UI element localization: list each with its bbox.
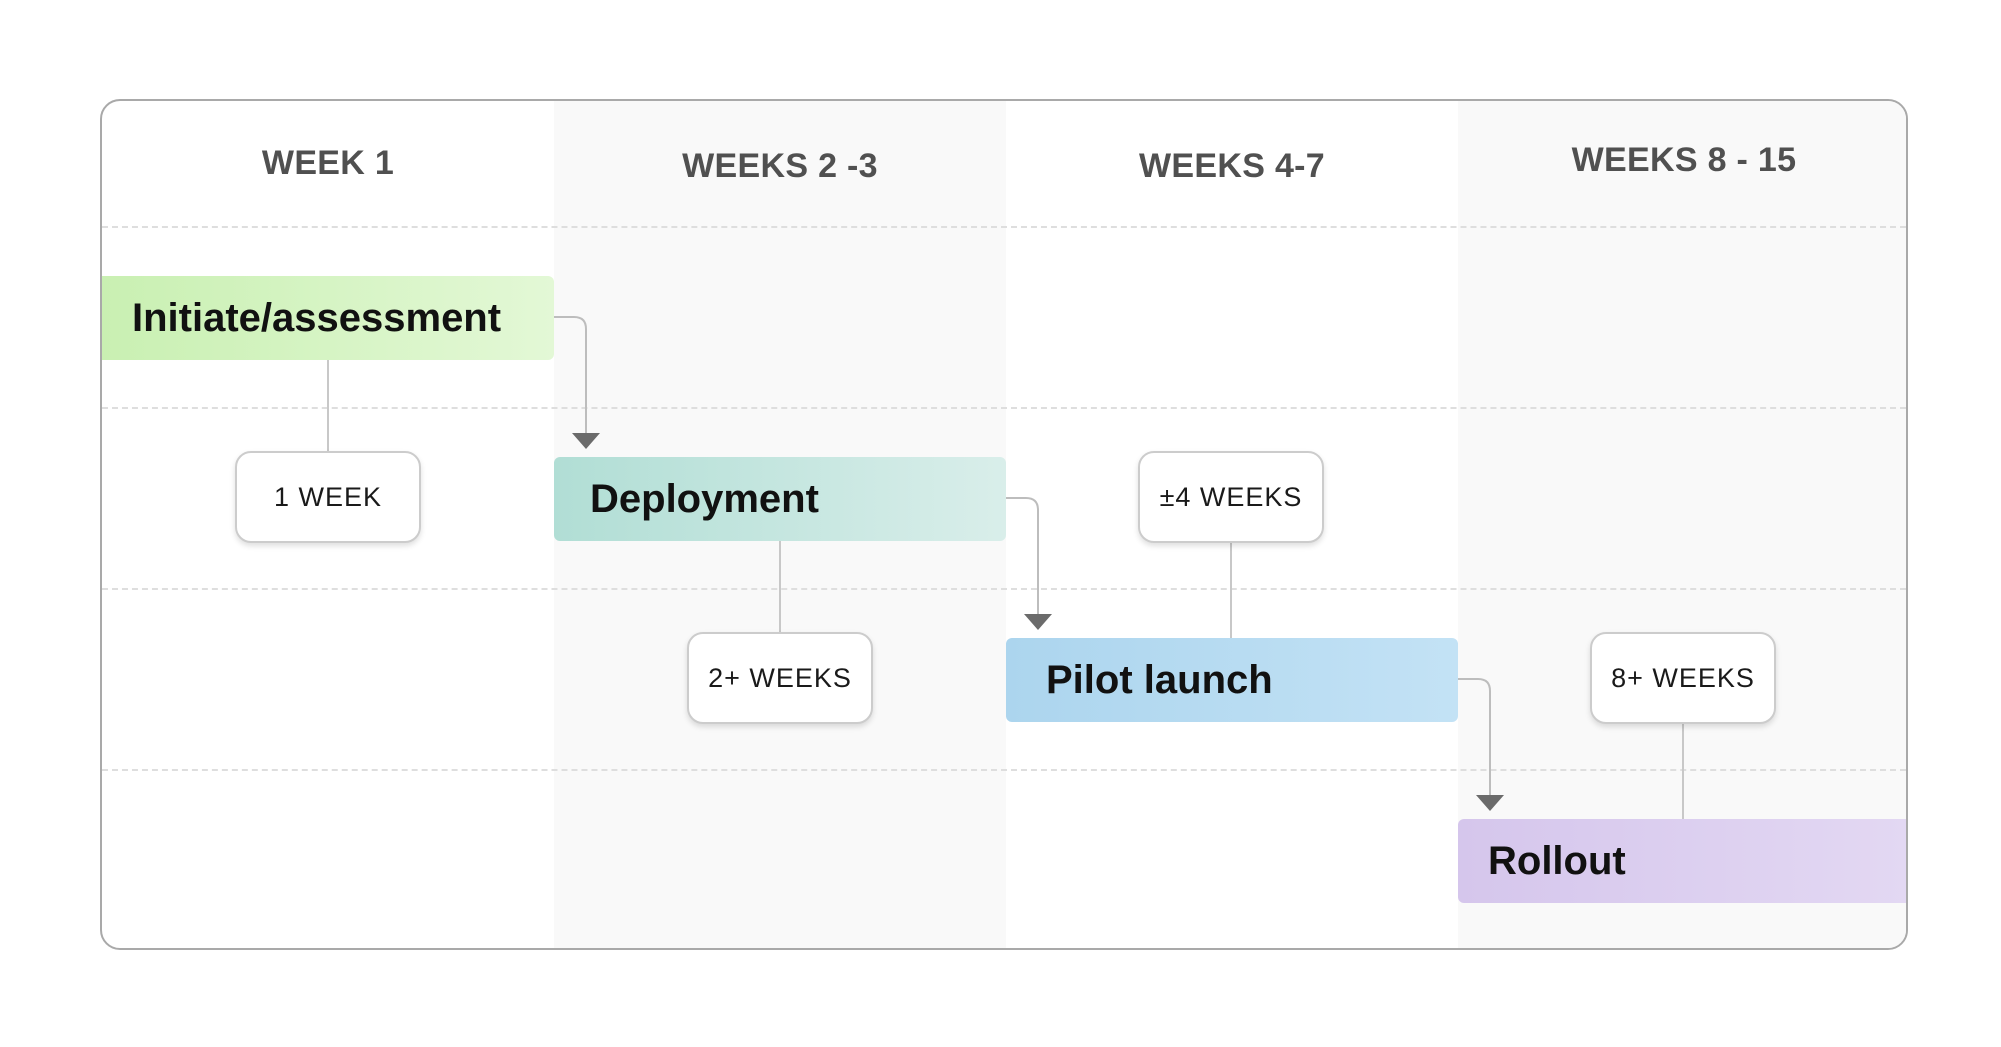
column-header-weeks-4-7: WEEKS 4-7 — [1139, 146, 1325, 185]
row-divider — [102, 226, 1906, 228]
phase-label: Deployment — [590, 476, 819, 521]
timeline-frame: WEEK 1 WEEKS 2 -3 WEEKS 4-7 WEEKS 8 - 15… — [100, 99, 1908, 950]
row-divider — [102, 588, 1906, 590]
phase-label: Rollout — [1488, 838, 1626, 883]
row-divider — [102, 407, 1906, 409]
phase-label: Initiate/assessment — [132, 295, 502, 340]
phase-deployment: Deployment — [554, 457, 1006, 541]
column-header-week-1: WEEK 1 — [261, 143, 395, 182]
duration-badge-8-plus-weeks: 8+ WEEKS — [1590, 632, 1776, 724]
phase-initiate-assessment: Initiate/assessment — [102, 276, 554, 360]
phase-label: Pilot launch — [1046, 657, 1273, 702]
phase-pilot-launch: Pilot launch — [1006, 638, 1458, 722]
duration-badge-1-week: 1 WEEK — [235, 451, 421, 543]
arrow-down-icon — [1024, 614, 1052, 630]
duration-badge-2-plus-weeks: 2+ WEEKS — [687, 632, 873, 724]
phase-rollout: Rollout — [1458, 819, 1906, 903]
flow-connector — [1006, 497, 1039, 614]
row-divider — [102, 769, 1906, 771]
duration-badge-about-4-weeks: ±4 WEEKS — [1138, 451, 1324, 543]
column-header-weeks-8-15: WEEKS 8 - 15 — [1571, 140, 1797, 179]
column-header-weeks-2-3: WEEKS 2 -3 — [682, 146, 878, 185]
